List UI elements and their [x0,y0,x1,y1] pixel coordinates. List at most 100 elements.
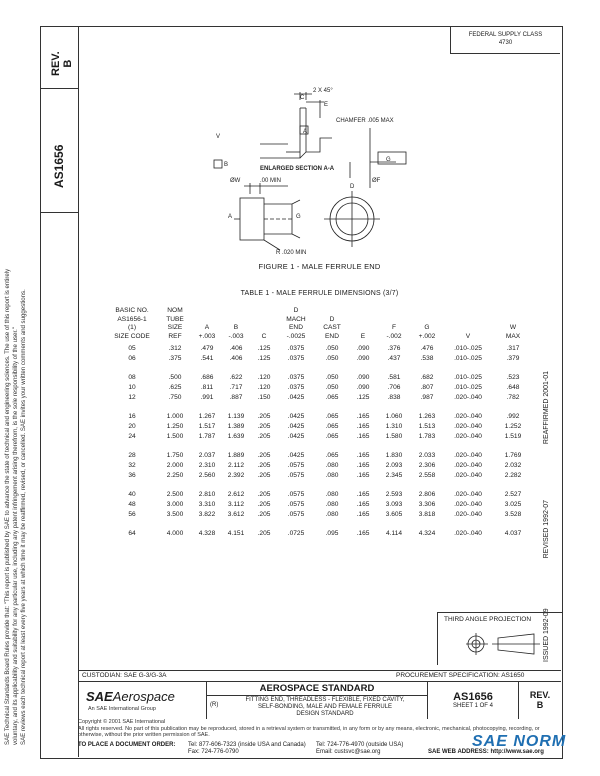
table-cell: .538 [420,354,434,362]
title-line-2: SELF-BONDING, MALE AND FEMALE FERRULE [257,704,393,710]
table-cell: .165 [356,451,370,459]
table-cell: 3.605 [385,510,403,518]
column-header: A+.003 [193,307,221,344]
label-b: B [224,162,228,168]
table-cell: 2.250 [166,471,184,479]
table-cell: .682 [420,373,434,381]
sae-logo-cell: SAEAerospace An SAE International Group [78,682,207,719]
table-row: 12.750.991.887.150.0425.065.125.838.987.… [107,393,533,403]
table-cell: 24 [128,432,136,440]
table-cell: .125 [356,393,370,401]
tel-outside: Tel: 724-776-4970 (outside USA) [316,742,404,748]
table-cell: 1.267 [198,412,216,420]
table-cell: .120 [257,383,271,391]
document-title: FITTING END, THREADLESS - FLEXIBLE, FIXE… [225,697,425,718]
procurement-spec: PROCUREMENT SPECIFICATION: AS1650 [396,672,525,679]
table-cell: .205 [257,422,271,430]
header-line: SIZE [167,324,183,332]
docnum-cell: AS1656 [40,88,78,213]
table-cell: 3.310 [198,500,216,508]
table-cell: .581 [387,373,401,381]
third-angle-projection: THIRD ANGLE PROJECTION [437,612,562,665]
table-cell: 2.033 [418,451,436,459]
table-cell: .010-.025 [454,373,482,381]
rights-line-2: otherwise, without the prior written per… [78,732,210,738]
label-r: R .020 MIN [276,250,306,256]
docnum-cell-bottom: AS1656 SHEET 1 OF 4 [428,682,519,719]
label-g-box: G [386,157,391,163]
table-cell: 2.306 [418,461,436,469]
table-cell: .0375 [287,354,305,362]
table-cell: .312 [168,344,182,352]
table-cell: .838 [387,393,401,401]
table-cell: .165 [356,510,370,518]
header-line: TUBE [166,315,184,323]
rev-label: REV. [50,51,62,76]
table-cell: .625 [168,383,182,391]
table-row: 05.312.479.406.125.0375.050.090.376.476.… [107,344,533,354]
table-cell: 3.528 [504,510,522,518]
federal-supply-class: FEDERAL SUPPLY CLASS 4730 [450,27,560,54]
table-cell: .080 [325,510,339,518]
table-cell: .205 [257,412,271,420]
header-line: MAX [505,333,521,341]
column-header: G+.002 [411,307,443,344]
table-cell: .020-.040 [454,393,482,401]
label-a: A [228,214,232,220]
order-label: TO PLACE A DOCUMENT ORDER: [78,742,176,748]
table-cell: .065 [325,412,339,420]
header-line: END [289,324,303,332]
label-v: V [216,134,220,140]
table-cell: 4.037 [504,529,522,537]
table-caption: TABLE 1 - MALE FERRULE DIMENSIONS (3/7) [240,290,399,297]
table-cell: .987 [420,393,434,401]
copyright: Copyright © 2001 SAE International [78,719,166,725]
fax: Fax: 724-776-0790 [188,749,239,755]
table-cell: 2.810 [198,490,216,498]
table-cell: .020-.040 [454,471,482,479]
header-line: D [293,307,299,314]
table-cell: .020-.040 [454,510,482,518]
header-line: REF [168,333,182,341]
table-cell: .150 [257,393,271,401]
table-cell: 10 [128,383,136,391]
table-cell: .020-.040 [454,461,482,469]
table-cell: .0375 [287,344,305,352]
table-cell: .706 [387,383,401,391]
table-cell: .090 [356,373,370,381]
header-line: AS1656-1 [117,315,147,323]
footer: Copyright © 2001 SAE International All r… [78,719,561,739]
table-cell: .020-.040 [454,500,482,508]
table-cell: 2.500 [166,490,184,498]
rev-value-bottom: B [536,700,544,710]
label-00min: .00 MIN [260,178,281,184]
table-cell: .0425 [287,451,305,459]
column-header: V [443,307,493,344]
table-cell: .020-.040 [454,451,482,459]
table-cell: .050 [325,383,339,391]
table-cell: 64 [128,529,136,537]
aerospace-standard-heading: AEROSPACE STANDARD [207,683,427,696]
table-cell: .165 [356,471,370,479]
table-cell: 3.093 [385,500,403,508]
header-line: (1) [127,324,137,332]
header-line: W [509,324,517,332]
web-address[interactable]: SAE WEB ADDRESS: http://www.sae.org [428,749,544,755]
table-cell: .205 [257,510,271,518]
table-cell: .375 [168,354,182,362]
table-cell: 16 [128,412,136,420]
disclaimer-line-3: SAE reviews each technical report at lea… [20,289,27,745]
projection-label: THIRD ANGLE PROJECTION [444,616,532,623]
table-cell: .376 [387,344,401,352]
header-line: -.0025 [286,333,306,341]
custodian-row: CUSTODIAN: SAE G-3/G-3A PROCUREMENT SPEC… [78,671,561,682]
table-cell: 2.310 [198,461,216,469]
table-cell: .717 [229,383,243,391]
table-cell: 4.114 [385,529,402,537]
table-cell: .205 [257,461,271,469]
table-cell: 2.392 [227,471,245,479]
